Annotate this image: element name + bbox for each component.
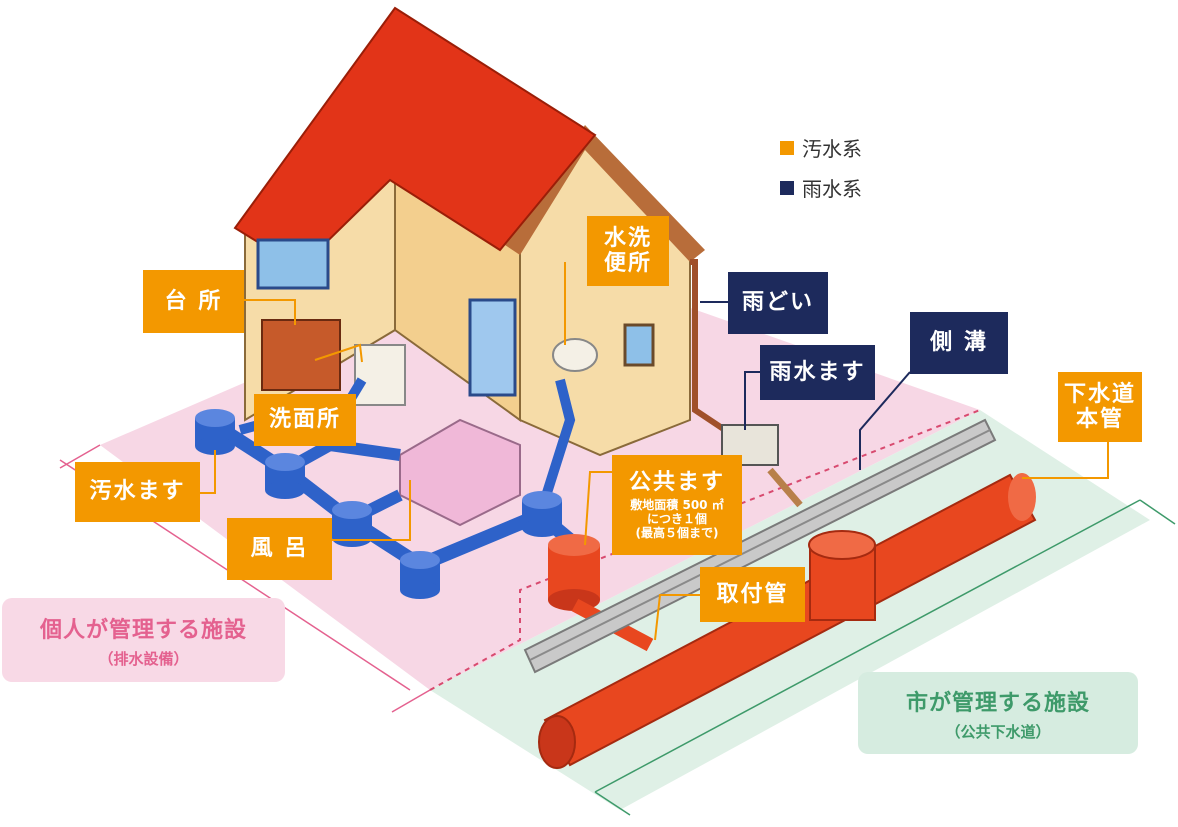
right-window <box>623 323 655 367</box>
label-sewage-basin: 汚水ます <box>75 462 200 522</box>
sewage-basin-4 <box>400 551 440 599</box>
label-main-sewer-pipe: 下水道 本管 <box>1058 372 1142 442</box>
zone-city-subtitle: （公共下水道） <box>945 722 1051 741</box>
zone-private-subtitle: （排水設備） <box>98 649 189 668</box>
sewage-leader-lines <box>200 262 1109 641</box>
label-main-sewer-pipe-line1: 下水道 <box>1063 381 1136 407</box>
legend-rain-label: 雨水系 <box>802 177 862 201</box>
label-rain-gutter: 雨どい <box>728 272 828 334</box>
manhole-riser <box>808 530 876 621</box>
zone-city-title: 市が管理する施設 <box>905 690 1090 716</box>
legend-sewage: 汚水系 <box>780 133 862 162</box>
sewage-basin-2 <box>265 453 305 499</box>
legend-rain-swatch <box>780 180 794 195</box>
label-public-basin-note-2: につき１個 <box>646 511 707 526</box>
label-washroom: 洗面所 <box>254 394 356 446</box>
front-door <box>468 298 517 397</box>
gutter-downpipe <box>690 259 742 443</box>
label-main-sewer-pipe-line2: 本管 <box>1075 407 1124 432</box>
property-boundary-dotted <box>429 409 981 691</box>
rain-leader-lines <box>700 301 911 470</box>
public-basin <box>548 534 600 611</box>
label-public-basin-note-3: (最高５個まで) <box>635 525 719 540</box>
zone-city-facilities: 市が管理する施設 （公共下水道） <box>858 672 1138 754</box>
label-side-ditch: 側 溝 <box>910 312 1008 374</box>
label-public-basin: 公共ます 敷地面積 500 ㎡ につき１個 (最高５個まで) <box>612 455 742 555</box>
toilet <box>552 338 598 372</box>
label-public-basin-note-1: 敷地面積 500 ㎡ <box>630 497 724 512</box>
label-connection-pipe: 取付管 <box>700 567 805 622</box>
label-kitchen: 台 所 <box>143 270 244 333</box>
washroom-sink <box>354 344 406 406</box>
sewage-basin-5 <box>522 491 562 537</box>
legend-sewage-label: 汚水系 <box>802 137 862 161</box>
public-scope-line <box>594 499 1141 793</box>
zone-private-facilities: 個人が管理する施設 （排水設備） <box>2 598 285 682</box>
upper-window <box>256 238 330 290</box>
label-public-basin-title: 公共ます <box>628 469 725 495</box>
label-bath: 風 呂 <box>227 518 332 580</box>
label-flush-toilet-line2: 便所 <box>603 251 652 276</box>
label-flush-toilet-line1: 水洗 <box>603 225 652 251</box>
zone-private-title: 個人が管理する施設 <box>39 617 247 643</box>
label-rain-basin: 雨水ます <box>760 345 875 400</box>
legend-sewage-swatch <box>780 140 794 155</box>
sewage-basin-3 <box>332 501 372 547</box>
label-flush-toilet: 水洗 便所 <box>587 216 669 286</box>
legend-rain: 雨水系 <box>780 173 862 202</box>
sewage-basin-1 <box>195 409 235 455</box>
